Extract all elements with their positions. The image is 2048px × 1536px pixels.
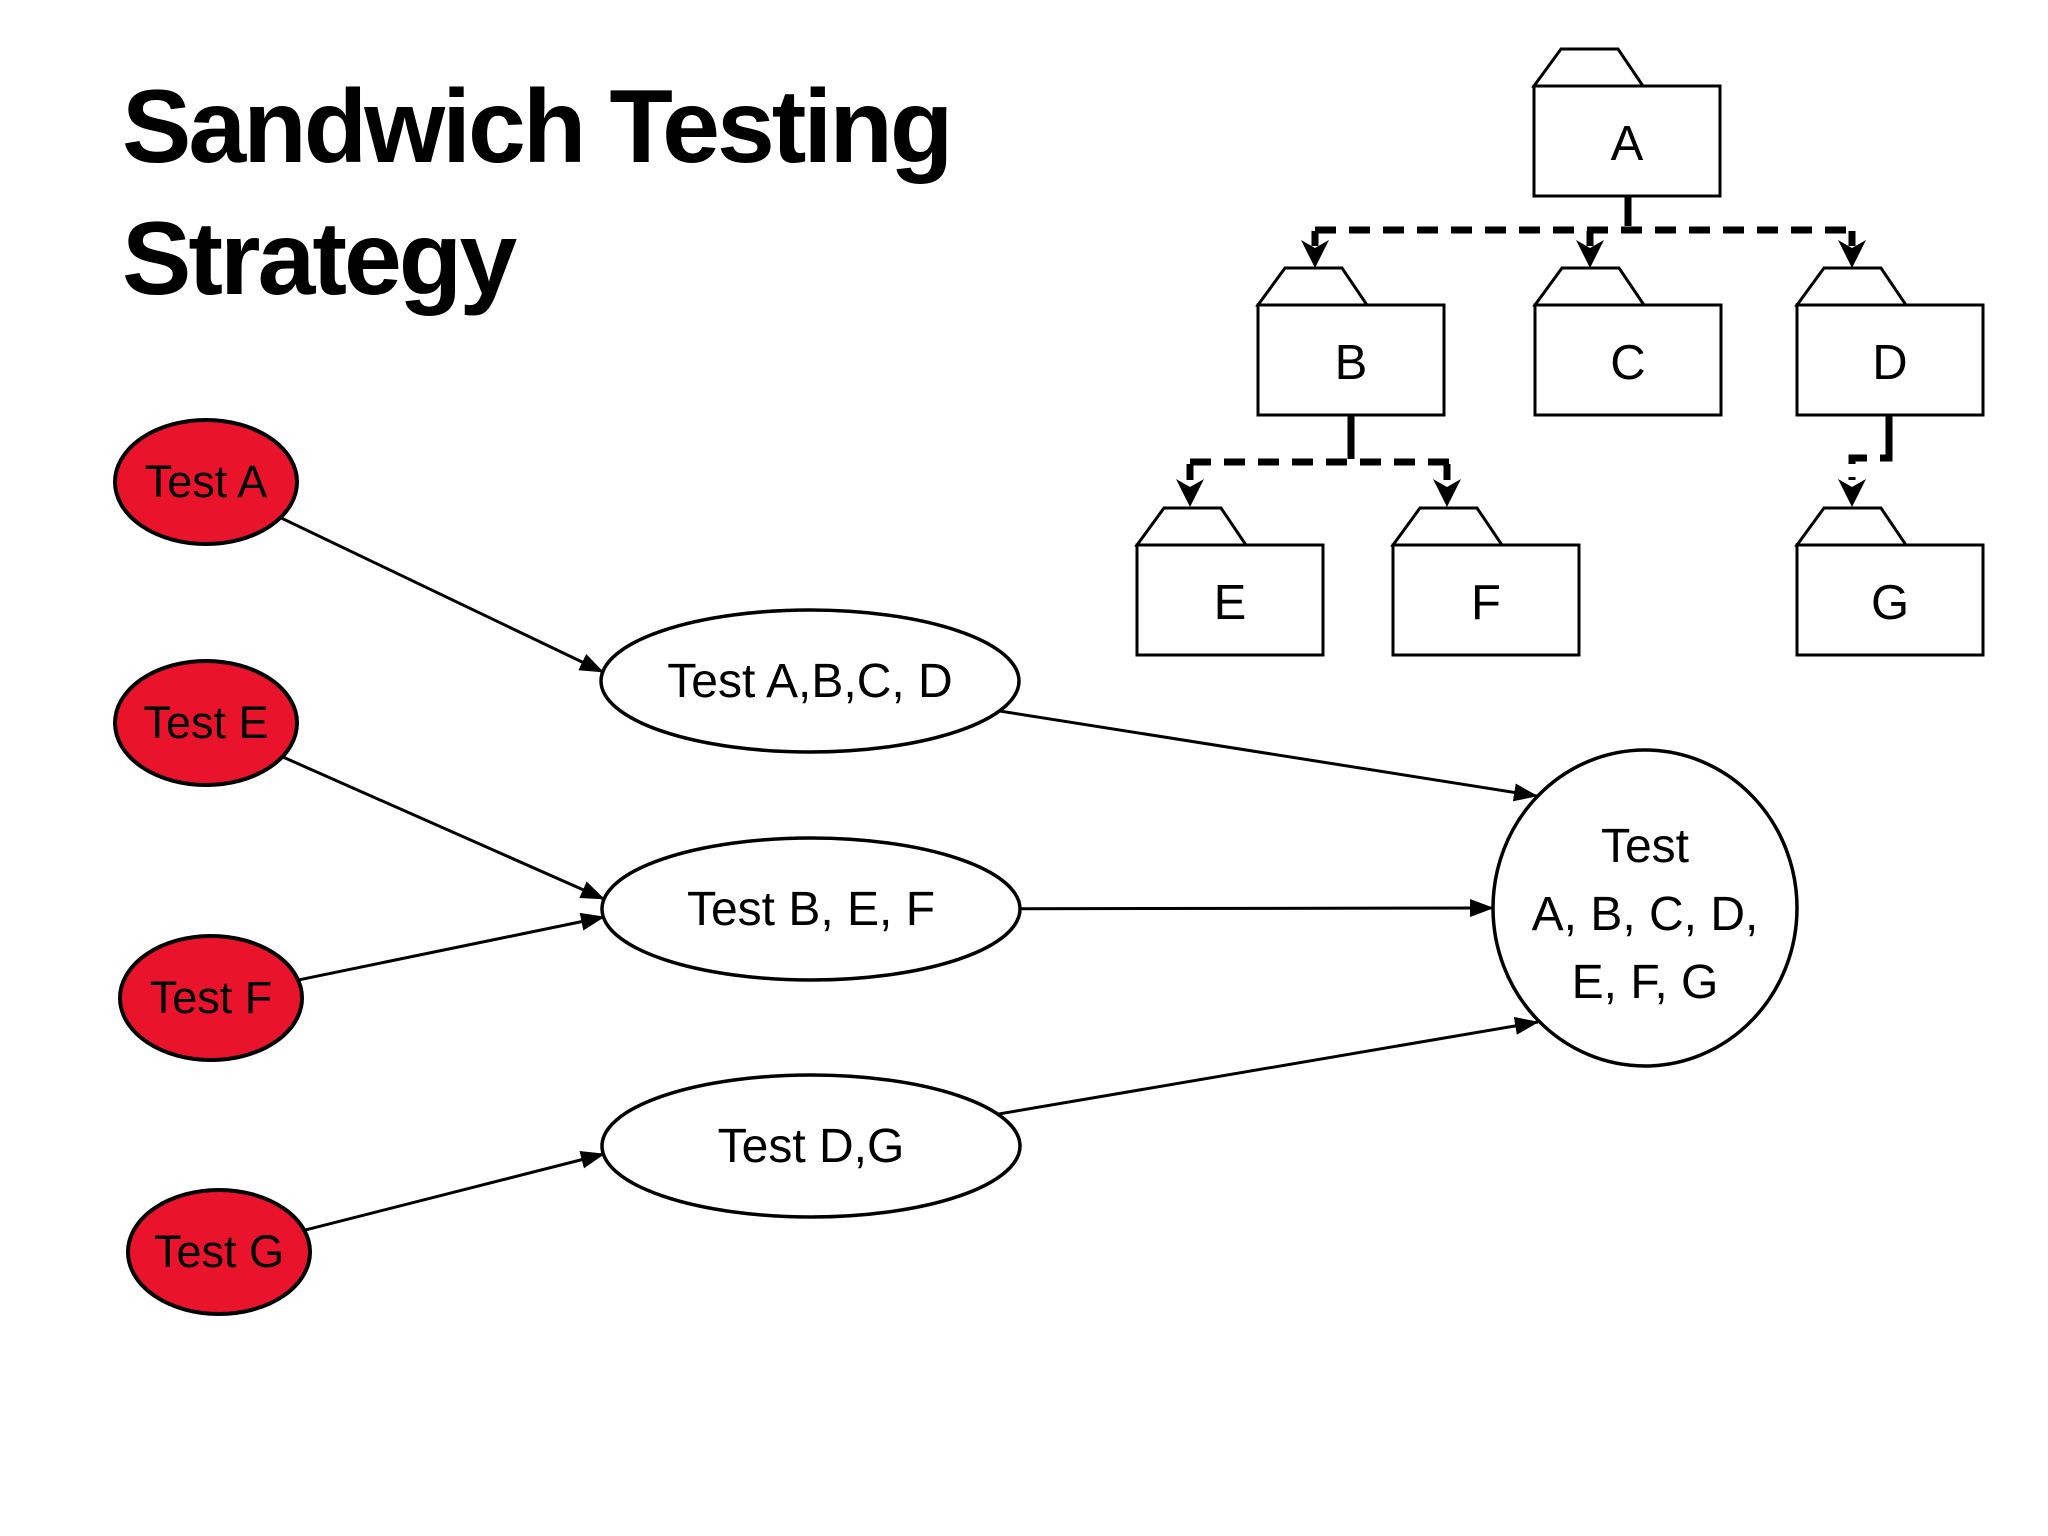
tree-connectors [1176,196,1893,507]
system-test-circle [1491,748,1799,1068]
integration-test-node-dg [600,1073,1022,1219]
unit-test-label-a: Test A [145,456,268,507]
unit-test-node-test-e [113,659,299,787]
module-folder-a: A [1531,47,1722,198]
module-label-d: D [1872,336,1907,390]
module-folder-e: E [1134,506,1325,657]
folder-tab-icon [1134,506,1249,547]
arrowhead-to-d-icon [1838,240,1866,268]
folder-body-icon [1533,303,1723,417]
module-label-a: A [1611,117,1644,171]
module-label-f: F [1471,576,1501,630]
slide-title-line2: Strategy [122,201,517,317]
unit-test-label-f: Test F [150,972,273,1023]
integration-test-label-dg: Test D,G [718,1120,905,1173]
unit-test-label-g: Test G [154,1226,284,1277]
folder-body-icon [1256,303,1446,417]
module-label-c: C [1610,336,1645,390]
folder-body-icon [1391,543,1581,657]
module-folder-c: C [1532,266,1723,417]
folder-tab-icon [1390,506,1505,547]
folder-tab-icon [1794,266,1909,307]
slide-title-line1: Sandwich Testing [122,69,950,185]
folder-body-icon [1795,303,1985,417]
module-label-g: G [1871,576,1909,630]
integration-test-nodes: Test A,B,C, D Test B, E, F Test D,G [599,608,1022,1219]
folder-tab-icon [1255,266,1370,307]
integration-test-label-bef: Test B, E, F [687,883,935,936]
folder-body-icon [1135,543,1325,657]
unit-test-label-e: Test E [143,697,268,748]
arrowhead-to-g-icon [1838,479,1866,507]
arrowhead-to-b-icon [1301,240,1329,268]
integration-test-node-bef [600,836,1022,982]
slide-title: Sandwich Testing Strategy [122,69,953,317]
folder-body-icon [1795,543,1985,657]
arrowhead-to-c-icon [1576,240,1604,268]
system-test-label-line3: E, F, G [1572,956,1719,1009]
module-folder-d: D [1794,266,1985,417]
unit-test-node-test-f [118,934,304,1062]
unit-test-node-test-g [126,1188,312,1316]
system-test-node: Test A, B, C, D, E, F, G [1491,748,1799,1068]
folder-tab-icon [1794,506,1909,547]
folder-tab-icon [1531,47,1646,88]
system-test-label-line2: A, B, C, D, [1532,888,1759,941]
module-tree: A B C D E F [1134,47,1985,657]
integration-test-label-abcd: Test A,B,C, D [667,655,952,708]
arrowhead-to-e-icon [1176,479,1204,507]
unit-test-node-test-a [113,418,299,546]
unit-test-nodes: Test A Test E Test F Test G [113,418,312,1316]
module-folder-f: F [1390,506,1581,657]
module-label-e: E [1214,576,1247,630]
module-folder-g: G [1794,506,1985,657]
connector-dashed-d-to-g [1848,446,1893,480]
system-test-label-line1: Test [1601,820,1689,873]
integration-test-node-abcd [599,608,1021,754]
module-folder-b: B [1255,266,1446,417]
arrowhead-to-f-icon [1433,479,1461,507]
folder-tab-icon [1532,266,1647,307]
module-label-b: B [1335,336,1368,390]
